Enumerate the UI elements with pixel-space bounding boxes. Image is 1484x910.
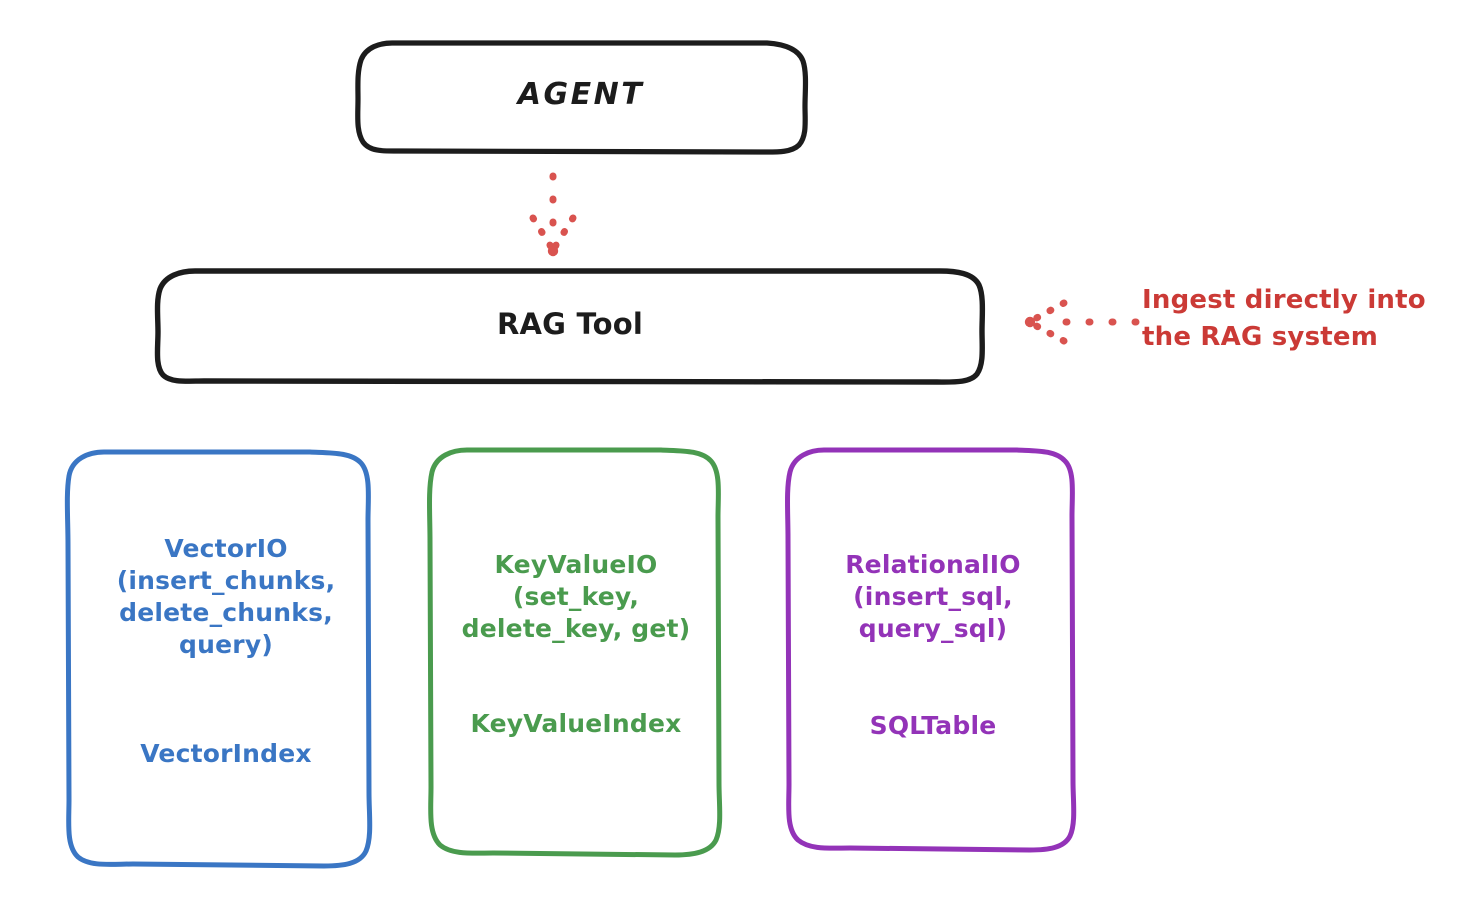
annotation-arrowhead-upper: [1027, 299, 1068, 325]
node-agent[interactable]: [355, 40, 809, 155]
annotation-arrow-tip: [1024, 316, 1036, 328]
connector-agent-to-rag: [529, 172, 577, 257]
relational-io-box-outline: [785, 447, 1077, 853]
vector-io-box-outline: [64, 449, 373, 869]
agent-rag-arrowhead-right: [549, 214, 577, 254]
rag-tool-box-outline: [154, 268, 986, 385]
keyvalue-io-box-outline: [427, 447, 723, 858]
node-rag-tool[interactable]: [154, 268, 986, 385]
agent-rag-arrow-tip: [547, 245, 559, 257]
node-relational-io[interactable]: [785, 447, 1077, 853]
annotation-arrowhead-lower: [1027, 319, 1068, 345]
connector-annotation-to-rag: [1024, 299, 1140, 345]
node-keyvalue-io[interactable]: [427, 447, 723, 858]
agent-rag-arrowhead-left: [529, 214, 557, 254]
node-vector-io[interactable]: [64, 449, 373, 869]
agent-box-outline: [355, 40, 809, 155]
